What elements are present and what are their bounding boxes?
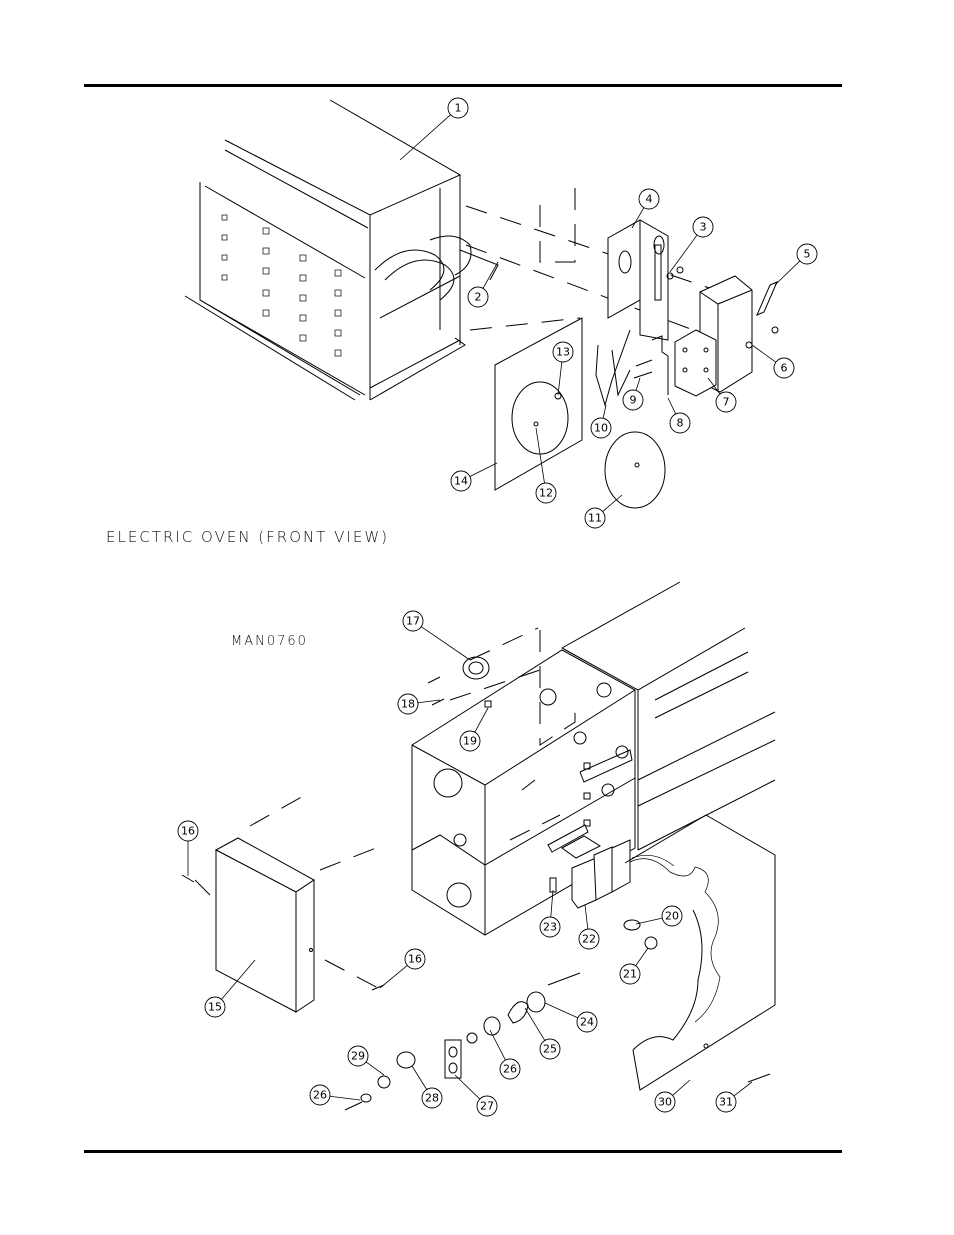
callout-label: 21 — [623, 968, 637, 981]
callout-31: 31 — [715, 1081, 753, 1113]
callout-16: 16 — [379, 948, 426, 989]
callout-label: 25 — [543, 1043, 557, 1056]
callout-label: 2 — [475, 291, 482, 304]
callout-label: 28 — [425, 1092, 439, 1105]
wire-10 — [595, 329, 631, 407]
callout-23: 23 — [539, 889, 561, 938]
callout-label: 27 — [480, 1100, 494, 1113]
callout-30: 30 — [654, 1079, 691, 1113]
callout-24: 24 — [544, 1002, 598, 1033]
drawing-number: MAN0760 — [231, 634, 308, 649]
callout-14: 14 — [450, 462, 498, 492]
callout-13: 13 — [552, 341, 574, 396]
callout-label: 9 — [630, 394, 637, 407]
cover-30 — [624, 814, 776, 1091]
callout-17: 17 — [402, 610, 471, 661]
bottom-rule — [84, 1150, 842, 1153]
callout-label: 20 — [665, 910, 679, 923]
housing-7 — [674, 275, 753, 397]
callout-label: 31 — [719, 1096, 733, 1109]
callout-label: 13 — [556, 346, 570, 359]
callout-7: 7 — [707, 377, 737, 413]
callout-9: 9 — [622, 377, 644, 411]
callout-label: 16 — [181, 825, 195, 838]
bracket-4 — [607, 219, 669, 341]
callout-12: 12 — [535, 427, 557, 504]
callout-22: 22 — [578, 904, 600, 950]
callout-label: 26 — [313, 1089, 327, 1102]
control-box-assembly — [411, 581, 776, 1023]
disc-11 — [604, 431, 666, 509]
callout-3: 3 — [669, 216, 714, 273]
callout-21: 21 — [619, 947, 649, 985]
callout-1: 1 — [399, 97, 469, 161]
callout-28: 28 — [411, 1065, 443, 1109]
callout-8: 8 — [667, 397, 691, 434]
callout-label: 3 — [700, 221, 707, 234]
callout-label: 12 — [539, 487, 553, 500]
callout-5: 5 — [774, 243, 818, 286]
callout-18: 18 — [397, 693, 441, 715]
callout-label: 23 — [543, 921, 557, 934]
front-view-caption: ELECTRIC OVEN (FRONT VIEW) — [106, 528, 390, 546]
callout-label: 15 — [208, 1001, 222, 1014]
callout-19: 19 — [459, 707, 489, 752]
flange-17 — [462, 656, 490, 680]
callout-label: 22 — [582, 933, 596, 946]
callout-label: 26 — [503, 1063, 517, 1076]
part-8 — [651, 335, 669, 395]
callout-26: 26 — [309, 1084, 361, 1106]
callout-label: 24 — [580, 1016, 594, 1029]
oven-body-assembly — [184, 99, 731, 401]
callout-label: 8 — [677, 417, 684, 430]
top-rule — [84, 84, 842, 87]
callout-label: 17 — [406, 615, 420, 628]
callout-label: 10 — [594, 422, 608, 435]
callout-label: 19 — [463, 735, 477, 748]
part-callouts: 1234567891011121314171819161615202122232… — [177, 97, 818, 1117]
callout-20: 20 — [635, 905, 683, 927]
callout-15: 15 — [204, 959, 256, 1018]
hardware-stack — [344, 919, 658, 1111]
callout-label: 1 — [455, 102, 462, 115]
callout-25: 25 — [524, 1007, 561, 1060]
callout-label: 30 — [658, 1096, 672, 1109]
callout-26: 26 — [489, 1029, 521, 1080]
callout-label: 4 — [646, 193, 653, 206]
callout-label: 16 — [408, 953, 422, 966]
callout-label: 29 — [351, 1050, 365, 1063]
cover-box-15 — [194, 794, 383, 1013]
callout-27: 27 — [454, 1074, 498, 1117]
callout-16: 16 — [177, 820, 199, 876]
callout-label: 6 — [781, 362, 788, 375]
callout-label: 5 — [804, 248, 811, 261]
callout-29: 29 — [347, 1045, 385, 1076]
callout-label: 18 — [401, 698, 415, 711]
callout-label: 11 — [588, 512, 602, 525]
callout-10: 10 — [590, 404, 612, 439]
callout-6: 6 — [751, 344, 795, 379]
callout-4: 4 — [631, 188, 660, 229]
callout-label: 7 — [723, 396, 730, 409]
rod-5 — [756, 281, 778, 316]
callout-2: 2 — [467, 261, 499, 308]
callout-label: 14 — [454, 475, 468, 488]
callout-11: 11 — [584, 494, 623, 529]
